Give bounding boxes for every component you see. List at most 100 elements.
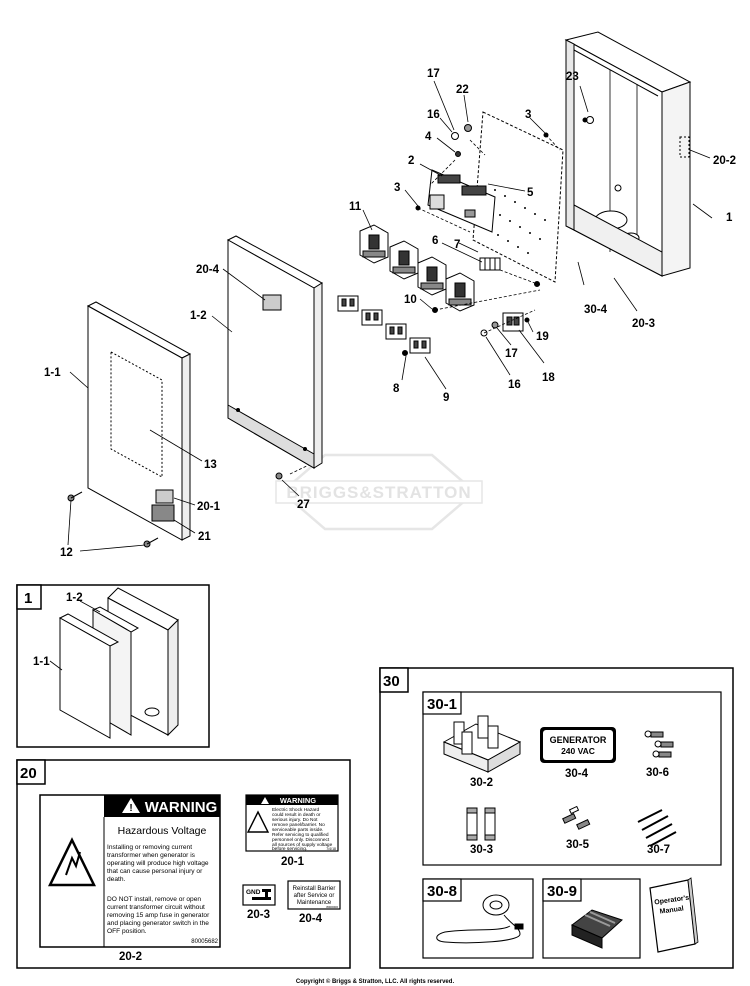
warning-big-part-number: 80005682 [191,939,218,945]
callout-8: 8 [393,383,400,395]
callout-23: 23 [566,71,579,83]
barrier-panel-part-1-2 [226,235,323,469]
callout-19: 19 [536,331,549,343]
terminal-part-18 [502,312,524,332]
warning-small-line9: before servicing. [272,846,307,852]
callout-3-left: 3 [394,182,400,194]
terminal-blocks-part-8 [337,295,431,354]
warning-label-20-2: ! WARNING Hazardous Voltage Installing o… [39,794,221,948]
barrier-part-number: 8000000 [326,905,338,909]
small-shock-icon [246,810,270,833]
callout-1: 1 [726,212,733,224]
manual-line1: Operator's [654,895,690,907]
watermark-logo: BRIGGS&STRATTON [275,453,483,531]
barrier-line3: Maintenance [297,900,332,906]
copyright-text: Copyright © Briggs & Stratton, LLC. All … [296,978,455,985]
terminal-part-6 [479,257,501,271]
callout-13: 13 [204,459,217,471]
callout-20-4: 20-4 [196,264,220,276]
warning-big-para1-line5: death. [107,876,126,883]
warning-label-20-1: WARNING Electric Shock Hazard could resu… [245,794,339,852]
label-30-2: 30-2 [470,777,493,789]
sub-box-30-8-number: 30-8 [427,883,457,900]
callout-4: 4 [425,131,432,143]
warning-big-para1-line4: that can cause personal injury or [107,868,203,875]
warning-big-para1-line2: transformer when generator is [107,852,196,859]
warning-small-header: WARNING [280,796,316,805]
circuit-board-part-2 [427,169,496,233]
callout-2: 2 [408,155,414,167]
callout-10: 10 [404,294,417,306]
warning-small-part-number: 7/4/18 [326,847,336,851]
callout-labels: 1 20-2 23 17 22 16 4 2 3 3 5 11 6 7 10 3… [44,68,736,559]
warning-big-para2-line4: and placing generator switch in the [107,920,209,927]
callout-20-2: 20-2 [713,155,736,167]
label-30-3: 30-3 [470,844,493,856]
label-30-6: 30-6 [646,767,669,779]
callout-1-1: 1-1 [44,367,61,379]
callout-6: 6 [432,235,438,247]
breaker-cover-icon [571,909,623,949]
warning-small-line5: serviceable parts inside. [272,827,323,833]
generator-label-line2: 240 VAC [561,746,595,756]
ring-terminals-30-6 [644,730,674,758]
inset-box-20: 20 ! WARNING Hazardous Voltage Installin… [16,759,351,969]
operators-manual-icon: Operator's Manual [649,877,699,953]
screws-30-7 [637,809,677,847]
callout-27: 27 [297,499,310,511]
label-30-5: 30-5 [566,839,590,851]
callout-21: 21 [198,531,211,543]
screw-part-27 [275,472,283,480]
fuse-holder-30-2 [442,715,522,773]
callout-16-top: 16 [427,109,440,121]
callout-5: 5 [527,187,534,199]
callout-20-1: 20-1 [197,501,221,513]
watermark-text: BRIGGS&STRATTON [286,483,471,502]
callout-17-top: 17 [427,68,440,80]
callout-12: 12 [60,547,73,559]
warning-big-para1-line1: Installing or removing current [107,844,192,851]
callout-18: 18 [542,372,555,384]
shock-hazard-icon [47,837,97,887]
callout-16-bottom: 16 [508,379,521,391]
label-20-1: 20-1 [281,856,305,868]
sub-box-30-9-number: 30-9 [547,883,577,900]
svg-text:!: ! [129,803,132,814]
generator-label-line1: GENERATOR [550,735,607,745]
warning-big-para2-line2: current transformer circuit without [107,904,205,911]
fuses-30-3 [466,807,496,841]
ground-text: GND [246,889,261,896]
ground-symbol-icon [252,889,271,900]
warning-small-line1: Electric Shock Hazard [272,807,320,813]
warning-small-line7: personnel only. Disconnect [272,837,330,843]
warning-big-para1-line3: operating will produce high voltage [107,860,209,867]
label-20-3: 20-3 [247,909,270,921]
warning-big-para2-line1: DO NOT install, remove or open [107,896,201,903]
callout-30-4: 30-4 [584,304,608,316]
label-30-4: 30-4 [565,768,589,780]
label-20-4: 20-4 [299,913,323,925]
callout-7: 7 [454,239,460,251]
box-20-number: 20 [20,765,37,782]
callout-20-3: 20-3 [632,318,655,330]
explosion-lines [289,134,561,475]
box-30-number: 30 [383,673,400,690]
barrier-line2: after Service or [294,893,335,899]
enclosure-part-1 [564,31,692,277]
callout-3-right: 3 [525,109,531,121]
current-transformer-icon [436,894,524,944]
callout-leaders [67,80,713,552]
warning-small-line4: remove panel/barrier. No [272,822,325,828]
box-1-label-1-1: 1-1 [33,656,50,668]
manual-line2: Manual [659,905,684,915]
warning-big-para2-line3: removing 15 amp fuse in generator [107,912,210,919]
callout-9: 9 [443,392,449,404]
warning-small-line6: Refer servicing to qualified [272,832,329,838]
barrier-label-20-4: Reinstall Barrier after Service or Maint… [287,880,341,910]
circuit-breakers-part-11 [359,224,475,312]
callout-11: 11 [349,201,362,213]
box-1-label-1-2: 1-2 [66,592,83,604]
box-1-number: 1 [24,590,32,607]
screws-part-12 [67,491,159,548]
